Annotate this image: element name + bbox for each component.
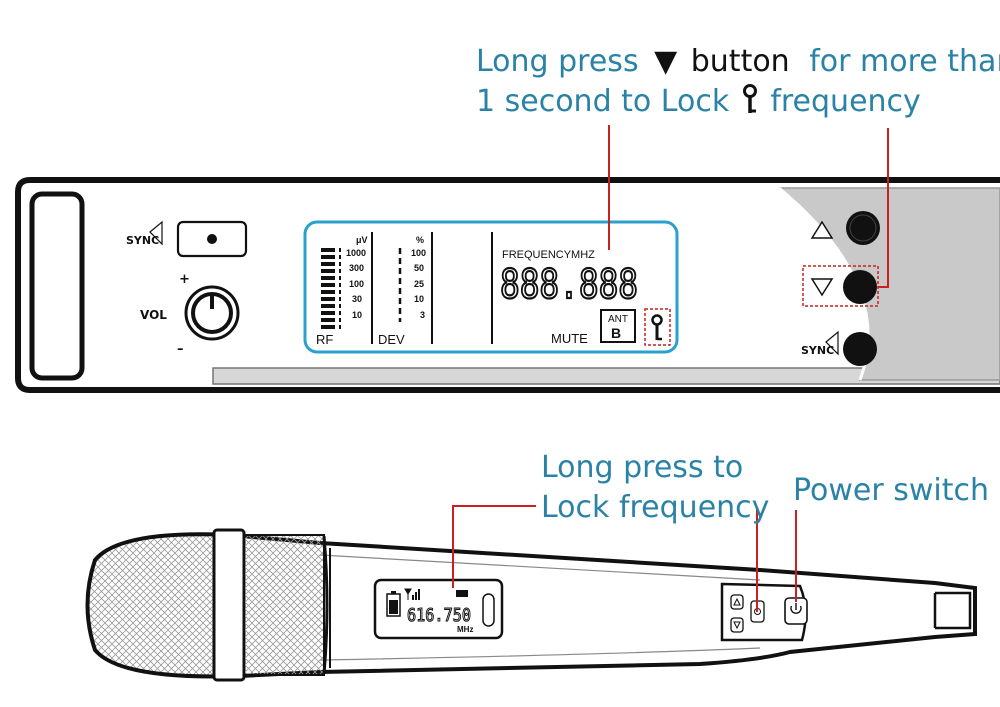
mic-unit-label: MHz: [457, 625, 473, 634]
callout-text-more-than: for more than: [809, 44, 1000, 79]
leader-line-down-button: [878, 128, 889, 288]
dev-scale-25: 25: [414, 279, 424, 289]
mic-down-arrow-icon: [733, 621, 741, 630]
rf-unit-label: μV: [356, 235, 368, 245]
receiver-lock-callout-line1: Long press ▼ button for more than: [476, 42, 1000, 82]
frequency-readout: 888.888: [500, 262, 638, 308]
receiver-bottom-strip: [212, 367, 1000, 385]
mute-label: MUTE: [551, 331, 588, 346]
dev-meter: [398, 232, 433, 344]
rf-scale-1000: 1000: [346, 248, 366, 258]
key-icon: [739, 83, 761, 113]
power-switch-callout: Power switch: [793, 473, 990, 508]
antenna-icon: [404, 588, 412, 600]
vol-plus-label: +: [179, 272, 190, 287]
mic-control-panel: [720, 582, 808, 642]
vol-minus-label: –: [177, 342, 184, 357]
rf-label: RF: [316, 332, 333, 347]
lock-icon: [651, 314, 663, 341]
down-arrow-icon: [810, 278, 834, 297]
receiver-lock-callout-line2: 1 second to Lock frequency: [476, 82, 921, 122]
callout-text-frequency: frequency: [770, 84, 921, 119]
down-button[interactable]: [810, 270, 877, 304]
up-arrow-icon: [810, 220, 834, 239]
mic-up-arrow-icon: [733, 597, 741, 606]
sync-label-left: SYNC: [126, 234, 159, 247]
dev-scale-100: 100: [411, 248, 426, 258]
receiver-handle: [29, 191, 85, 381]
mic-grille: [85, 532, 243, 679]
rf-scale-300: 300: [349, 263, 364, 273]
mic-lock-callout-line2: Lock frequency: [541, 490, 770, 525]
mic-led-window: [482, 593, 495, 627]
dev-scale-10: 10: [414, 294, 424, 304]
ant-box: [600, 309, 636, 343]
mic-lcd: 616.750 MHz: [373, 578, 504, 640]
receiver-unit: SYNC + – VOL: [15, 177, 1000, 393]
mic-frequency-readout: 616.750: [407, 605, 471, 626]
frequency-label: FREQUENCYMHZ: [502, 249, 595, 261]
mic-grille-ring: [212, 528, 246, 682]
callout-text-long-press: Long press: [476, 44, 639, 79]
ant-label: ANT: [608, 314, 628, 325]
mic-lock-callout-line1: Long press to: [541, 450, 744, 485]
power-icon: [790, 603, 802, 614]
rf-scale-10: 10: [352, 310, 362, 320]
sync-button-left[interactable]: [149, 220, 248, 258]
mic-down-button[interactable]: [730, 617, 744, 633]
receiver-lcd: μV 1000 300 100 30 10 RF % 100 50 25 10 …: [303, 220, 679, 354]
dev-label: DEV: [378, 332, 405, 347]
rf-scale-30: 30: [352, 294, 362, 304]
dev-scale-3: 3: [420, 310, 425, 320]
dev-scale-50: 50: [414, 263, 424, 273]
mic-lock-indicator-icon: [456, 590, 468, 597]
sync-button-right[interactable]: [825, 330, 877, 366]
rf-scale-100: 100: [349, 279, 364, 289]
microphone: 616.750 MHz: [85, 528, 977, 682]
down-triangle-icon: ▼: [654, 44, 678, 79]
callout-text-button: button: [690, 44, 790, 79]
up-button[interactable]: [810, 211, 880, 245]
ant-value: B: [611, 325, 621, 341]
sync-label-right: SYNC: [801, 344, 834, 357]
lcd-lock-highlight: [644, 308, 671, 346]
callout-text-one-second: 1 second to Lock: [476, 84, 730, 119]
leader-line-mic-lcd: [452, 505, 536, 588]
dev-unit-label: %: [416, 235, 424, 245]
volume-knob[interactable]: [184, 285, 240, 341]
rf-meter: [321, 232, 373, 344]
mic-up-button[interactable]: [730, 594, 744, 610]
vol-label: VOL: [140, 308, 167, 322]
